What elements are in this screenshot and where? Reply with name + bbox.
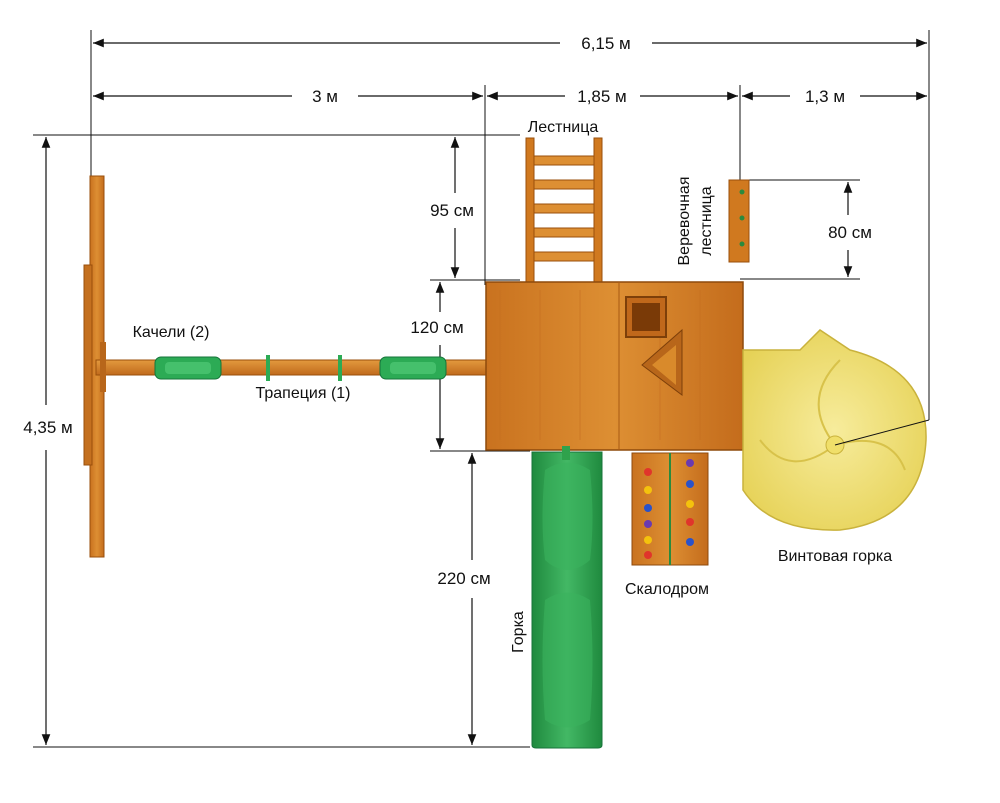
swing-width-label: 3 м [312, 87, 338, 106]
ladder-length-label: 95 см [430, 201, 474, 220]
swing-seat-left [154, 356, 222, 380]
ladder [525, 137, 603, 284]
slide-label: Горка [510, 611, 527, 653]
spiral-slide [742, 329, 930, 531]
trapeze-label: Трапеция (1) [256, 385, 351, 402]
rope-ladder-length-label: 80 см [828, 223, 872, 242]
climbing-wall [631, 452, 709, 566]
roof-hatch [625, 296, 667, 338]
total-width-label: 6,15 м [581, 34, 631, 53]
component-labels: Лестница Веревочная лестница Качели (2) … [133, 119, 893, 653]
ladder-label: Лестница [528, 119, 599, 136]
dimension-labels: 6,15 м 3 м 1,85 м 1,3 м 4,35 м 95 см 120… [23, 34, 872, 588]
extension-lines [33, 30, 930, 748]
deck-depth-label: 120 см [410, 318, 463, 337]
climbing-wall-label: Скалодром [625, 581, 709, 598]
deck-width-label: 1,85 м [577, 87, 627, 106]
swings-label: Качели (2) [133, 324, 210, 341]
rope-ladder-label-line1: Веревочная [676, 177, 693, 266]
spiral-width-label: 1,3 м [805, 87, 845, 106]
swing-seat-right [379, 356, 447, 380]
main-deck [485, 281, 744, 451]
spiral-slide-label: Винтовая горка [778, 548, 892, 565]
rope-ladder-label-line2: лестница [698, 186, 715, 256]
dimension-arrows [41, 38, 927, 745]
slide-length-label: 220 см [437, 569, 490, 588]
deck-step [641, 328, 683, 396]
straight-slide [531, 446, 603, 749]
total-depth-label: 4,35 м [23, 418, 73, 437]
trapeze-bar [266, 355, 342, 381]
rope-ladder [728, 179, 750, 263]
